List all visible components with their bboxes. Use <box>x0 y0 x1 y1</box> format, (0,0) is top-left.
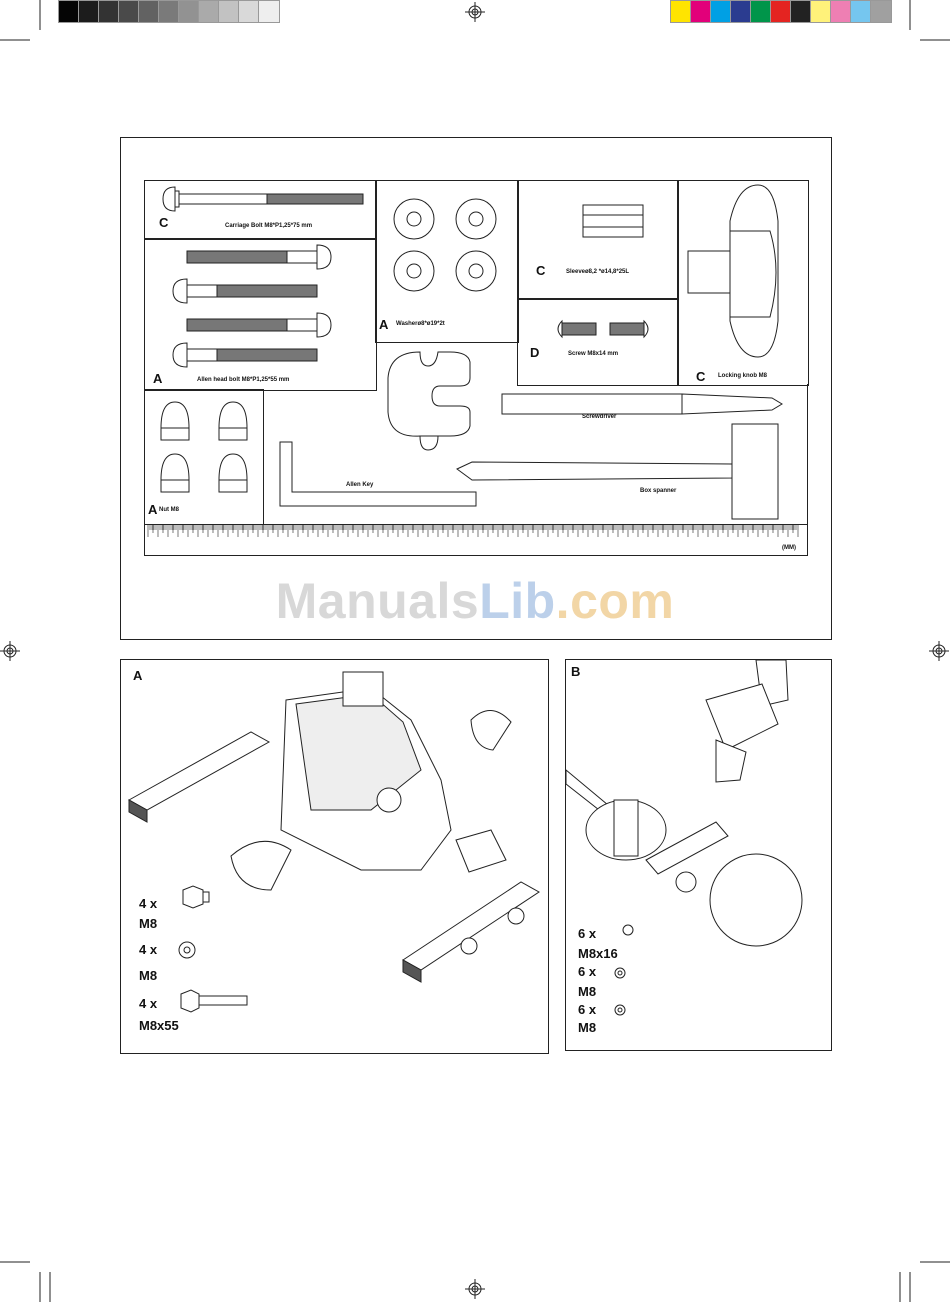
registration-target-icon <box>465 1279 485 1299</box>
hardware-size: M8 <box>578 1020 596 1035</box>
tools-cell: Screwdriver Allen Key Box spanner <box>262 384 808 525</box>
tools-icon <box>262 384 807 524</box>
hardware-qty: 4 x <box>139 996 157 1011</box>
washer-icon <box>376 181 518 342</box>
nut-label: Nut M8 <box>159 507 179 513</box>
step-a-panel: A 4 x M8 4 x M8 4 x M8x55 <box>120 659 549 1054</box>
sleeve-label: Sleeveø8,2 *ø14,8*25L <box>566 269 629 275</box>
carriage-bolt-icon <box>145 181 376 239</box>
step-b-panel: B 6 x M8x16 6 x M8 6 x M8 <box>565 659 832 1051</box>
registration-target-icon <box>0 641 20 661</box>
part-letter: C <box>536 263 545 278</box>
hardware-qty: 4 x <box>139 942 157 957</box>
registration-target-icon <box>465 2 485 22</box>
hardware-size: M8 <box>139 968 157 983</box>
part-letter: A <box>153 371 162 386</box>
watermark: ManualsLib.com <box>0 572 950 630</box>
hardware-size: M8x16 <box>578 946 618 961</box>
allen-bolt-label: Allen head bolt M8*P1,25*55 mm <box>197 377 289 383</box>
sleeve-cell: C Sleeveø8,2 *ø14,8*25L <box>517 180 679 300</box>
allen-bolt-cell: A Allen head bolt M8*P1,25*55 mm <box>144 238 377 391</box>
nut-cell: A Nut M8 <box>144 389 264 526</box>
cap-nut-icon <box>145 390 263 525</box>
part-letter: C <box>696 369 705 384</box>
screw-cell: D Screw M8x14 mm <box>517 298 679 386</box>
screwdriver-label: Screwdriver <box>582 414 616 420</box>
washer-cell: A Washerø8*ø19*2t <box>375 180 519 343</box>
hardware-qty: 6 x <box>578 1002 596 1017</box>
allen-key-label: Allen Key <box>346 482 373 488</box>
watermark-part: Manuals <box>276 573 480 629</box>
hardware-qty: 6 x <box>578 926 596 941</box>
allen-head-bolt-icon <box>145 239 376 390</box>
bike-frame-assembly-illustration <box>121 660 548 1053</box>
hardware-size: M8 <box>578 984 596 999</box>
screw-label: Screw M8x14 mm <box>568 351 618 357</box>
part-letter: A <box>379 317 388 332</box>
hardware-size: M8x55 <box>139 1018 179 1033</box>
watermark-part: .com <box>556 573 675 629</box>
carriage-bolt-label: Carriage Bolt M8*P1,25*75 mm <box>225 223 312 229</box>
part-letter: C <box>159 215 168 230</box>
carriage-bolt-cell: C Carriage Bolt M8*P1,25*75 mm <box>144 180 377 240</box>
ruler-unit-label: (MM) <box>782 545 796 551</box>
screw-icon <box>518 299 678 385</box>
measurement-ruler <box>144 524 808 556</box>
registration-target-icon <box>929 641 949 661</box>
locking-knob-icon <box>678 181 808 385</box>
knob-cell: C Locking knob M8 <box>677 180 809 386</box>
watermark-part: Lib <box>479 573 555 629</box>
seat-post-assembly-illustration <box>566 660 831 1050</box>
part-letter: A <box>148 502 157 517</box>
knob-label: Locking knob M8 <box>718 373 767 379</box>
hardware-qty: 4 x <box>139 896 157 911</box>
sleeve-icon <box>518 181 678 299</box>
box-spanner-head-icon <box>380 348 515 468</box>
box-spanner-label: Box spanner <box>640 488 676 494</box>
hardware-qty: 6 x <box>578 964 596 979</box>
part-letter: D <box>530 345 539 360</box>
washer-label: Washerø8*ø19*2t <box>396 321 445 327</box>
hardware-size: M8 <box>139 916 157 931</box>
